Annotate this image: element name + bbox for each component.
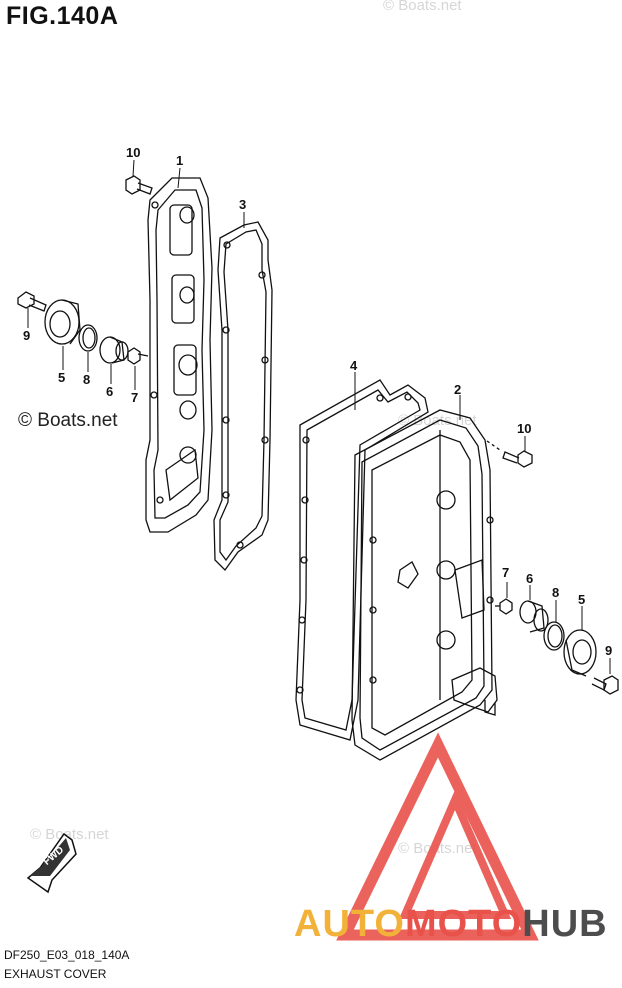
- exhaust-cover-inner-part: [145, 177, 213, 533]
- bolt-part-10-right: [486, 440, 533, 468]
- watermark-top: © Boats.net: [383, 0, 462, 14]
- bolt-part-7-right: [495, 598, 513, 615]
- callout-7-right: 7: [502, 565, 510, 580]
- callout-8-right: 8: [552, 585, 560, 600]
- callout-4: 4: [350, 358, 358, 373]
- watermark-bottom-left: © Boats.net: [30, 826, 109, 843]
- logo-emblem: [336, 732, 539, 941]
- plug-part-6-left: [99, 336, 129, 364]
- figure-description: EXHAUST COVER: [4, 967, 107, 981]
- callout-2: 2: [454, 382, 462, 397]
- bolt-part-9-right: [591, 675, 619, 695]
- bolt-part-10-left: [125, 175, 153, 195]
- gasket-right-part: [295, 379, 429, 741]
- exhaust-cover-outer-part: [351, 409, 498, 761]
- o-ring-part-8-left: [78, 324, 98, 352]
- figure-title: FIG.140A: [6, 2, 119, 30]
- callout-5-left: 5: [58, 370, 66, 385]
- callout-10-right: 10: [517, 421, 532, 436]
- callout-7-left: 7: [131, 390, 139, 405]
- callout-9-left: 9: [23, 328, 31, 343]
- o-ring-part-8-right: [543, 621, 565, 651]
- figure-code: DF250_E03_018_140A: [4, 948, 130, 962]
- leader-lines: [27, 159, 611, 674]
- callout-8-left: 8: [83, 372, 91, 387]
- logo-moto-text: MOTO: [404, 903, 523, 945]
- bolt-part-7-left: [127, 347, 149, 365]
- callout-5-right: 5: [578, 592, 586, 607]
- logo-auto-text: AUTO: [294, 903, 405, 945]
- watermark-main: © Boats.net: [18, 410, 118, 431]
- bolt-part-9-left: [17, 291, 47, 312]
- cap-part-5-left: [44, 299, 81, 345]
- gasket-left-part: [213, 221, 273, 571]
- callout-9-right: 9: [605, 643, 613, 658]
- callout-6-left: 6: [106, 384, 114, 399]
- callout-3: 3: [239, 197, 247, 212]
- logo-hub-text: HUB: [522, 903, 608, 945]
- callout-6-right: 6: [526, 571, 534, 586]
- logo-wordmark: AUTOMOTOHUB: [294, 903, 608, 946]
- cap-part-5-right: [563, 629, 597, 677]
- plug-part-6-right: [519, 600, 549, 633]
- callout-10-left: 10: [126, 145, 141, 160]
- forward-arrow-icon: FWD: [26, 832, 77, 894]
- callout-1: 1: [176, 153, 184, 168]
